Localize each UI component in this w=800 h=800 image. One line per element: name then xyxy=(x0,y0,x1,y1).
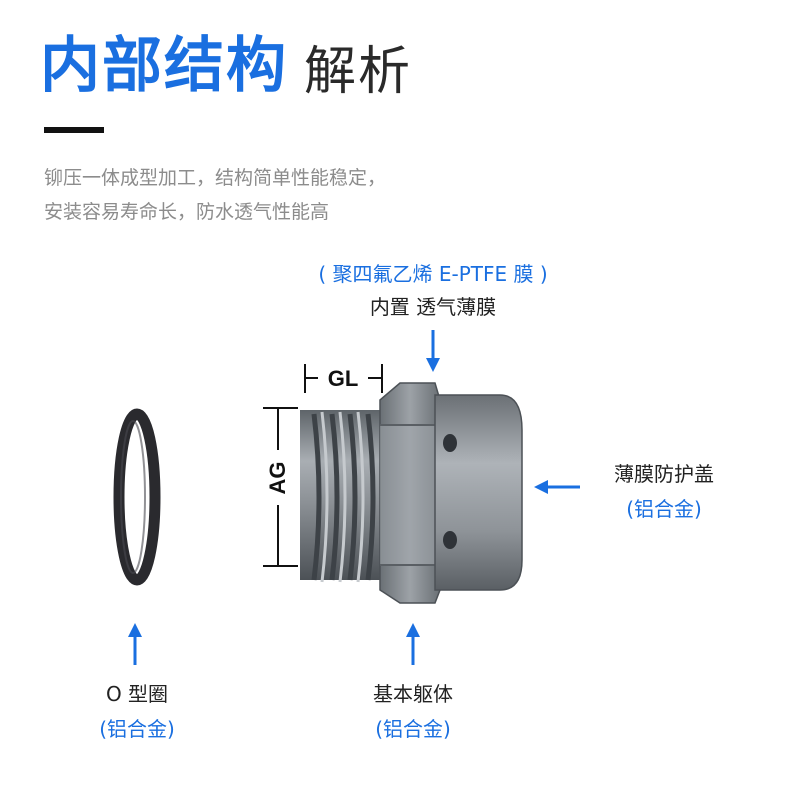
body-label: 基本躯体 (铝合金) xyxy=(373,678,453,742)
membrane-name: 内置 透气薄膜 xyxy=(369,295,497,319)
ag-label: AG xyxy=(265,462,290,495)
title-strong: 内部结构 xyxy=(40,31,288,101)
oring-material: (铝合金) xyxy=(99,717,175,741)
protective-cap xyxy=(434,394,523,591)
cover-material: (铝合金) xyxy=(626,497,702,521)
cover-label: 薄膜防护盖 (铝合金) xyxy=(614,458,714,522)
oring-name: O 型圈 xyxy=(105,682,169,706)
o-ring xyxy=(113,408,161,586)
membrane-material: ( 聚四氟乙烯 E-PTFE 膜 ) xyxy=(318,262,548,286)
cover-name: 薄膜防护盖 xyxy=(614,462,714,486)
body-name: 基本躯体 xyxy=(373,682,453,706)
arrow-membrane xyxy=(426,330,440,372)
thread-section xyxy=(300,410,380,583)
description-line-1: 铆压一体成型加工，结构简单性能稳定， xyxy=(44,167,387,189)
body-material: (铝合金) xyxy=(375,717,451,741)
page-title: 内部结构 解析 xyxy=(40,24,412,104)
description-line-2: 安装容易寿命长，防水透气性能高 xyxy=(44,201,330,223)
oring-label: O 型圈 (铝合金) xyxy=(99,678,175,742)
arrow-cover xyxy=(534,480,580,494)
title-underline xyxy=(44,127,104,133)
hex-nut xyxy=(379,382,441,604)
arrow-body xyxy=(406,623,420,665)
title-light: 解析 xyxy=(304,42,413,102)
ag-dimension xyxy=(263,407,298,567)
gl-dimension xyxy=(304,364,383,393)
membrane-label: ( 聚四氟乙烯 E-PTFE 膜 ) 内置 透气薄膜 xyxy=(318,258,547,320)
gl-label: GL xyxy=(328,366,359,391)
arrow-oring xyxy=(128,623,142,665)
